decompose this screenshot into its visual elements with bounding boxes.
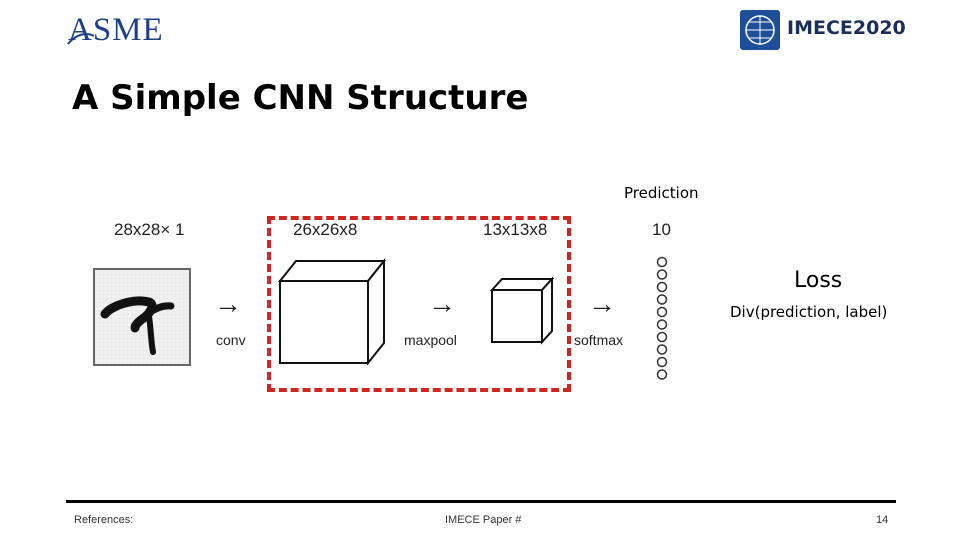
asme-swoosh-icon (67, 33, 95, 45)
output-size-label: 10 (652, 220, 671, 239)
output-node (656, 256, 668, 268)
maxpool-label: maxpool (404, 332, 457, 348)
prediction-label: Prediction (624, 184, 699, 202)
output-node (656, 369, 668, 380)
asme-logo-text: ASME (68, 12, 164, 48)
loss-label: Loss (794, 268, 843, 293)
conference-logo-text: IMECE2020 (787, 17, 906, 39)
output-node (656, 269, 668, 280)
footer-references: References: (74, 514, 134, 526)
footer-divider (66, 500, 896, 503)
loss-function-label: Div(prediction, label) (730, 303, 888, 321)
output-node (656, 331, 668, 343)
cnn-diagram: 28x28× 1 26x26x8 13x13x8 10 → → → conv m… (90, 210, 710, 410)
pool-feature-map-cube (489, 276, 555, 345)
conv-feature-map-cube (277, 258, 386, 365)
input-digit-image (93, 268, 191, 366)
conv-output-size-label: 26x26x8 (293, 220, 358, 239)
slide-title: A Simple CNN Structure (72, 78, 529, 118)
conv-label: conv (216, 332, 246, 348)
page-number: 14 (876, 514, 889, 526)
output-node (656, 294, 668, 305)
pool-output-size-label: 13x13x8 (483, 220, 548, 239)
output-node (656, 344, 668, 355)
output-node (656, 356, 668, 368)
conference-logo-icon (740, 10, 780, 50)
arrow-right-icon: → (214, 288, 242, 319)
output-node (656, 281, 668, 293)
softmax-label: softmax (574, 332, 624, 348)
output-node (656, 319, 668, 330)
arrow-right-icon: → (428, 288, 456, 319)
input-size-label: 28x28× 1 (114, 220, 185, 239)
highlighted-layers-box (267, 216, 571, 392)
arrow-right-icon: → (588, 288, 616, 319)
footer-paper-number: IMECE Paper # (445, 514, 522, 526)
output-node (656, 306, 668, 318)
softmax-output-nodes (656, 256, 668, 380)
